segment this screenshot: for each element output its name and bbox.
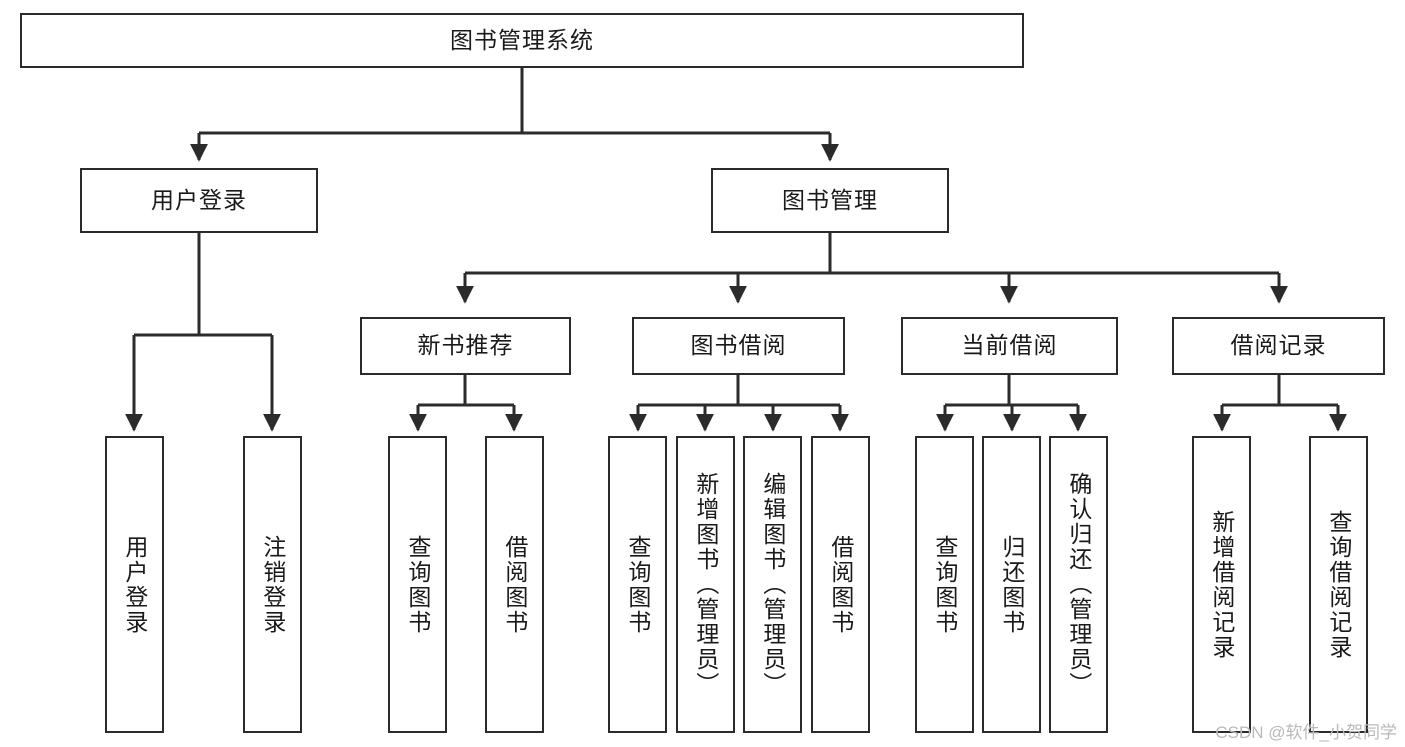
leaf-current-return-book[interactable]: 归还图书: [982, 436, 1041, 733]
leaf-current-return-book-label: 归还图书: [998, 534, 1025, 635]
leaf-user-login-logout-label: 注销登录: [259, 534, 286, 635]
node-root[interactable]: 图书管理系统: [20, 13, 1024, 68]
csdn-watermark: CSDN @软件_小贺同学: [1215, 723, 1397, 742]
node-book-management[interactable]: 图书管理: [711, 168, 949, 233]
leaf-recommend-borrow-book-label: 借阅图书: [501, 534, 528, 635]
leaf-recommend-borrow-book[interactable]: 借阅图书: [485, 436, 544, 733]
leaf-record-add-record-label: 新增借阅记录: [1208, 509, 1235, 660]
node-new-book-recommend-label: 新书推荐: [417, 332, 514, 359]
leaf-current-confirm-return[interactable]: 确认归还（管理员）: [1049, 436, 1108, 733]
node-user-login[interactable]: 用户登录: [80, 168, 318, 233]
node-borrow-record-label: 借阅记录: [1230, 332, 1327, 359]
leaf-borrow-query-book[interactable]: 查询图书: [608, 436, 667, 733]
leaf-user-login-login-label: 用户登录: [121, 534, 148, 635]
leaf-current-confirm-return-label: 确认归还（管理员）: [1065, 472, 1092, 697]
leaf-current-query-book[interactable]: 查询图书: [915, 436, 974, 733]
leaf-borrow-add-book[interactable]: 新增图书（管理员）: [676, 436, 735, 733]
leaf-borrow-query-book-label: 查询图书: [624, 534, 651, 635]
node-new-book-recommend[interactable]: 新书推荐: [360, 317, 571, 375]
leaf-recommend-query-book[interactable]: 查询图书: [388, 436, 447, 733]
node-book-borrow-label: 图书借阅: [690, 332, 787, 359]
node-user-login-label: 用户登录: [151, 186, 247, 213]
leaf-record-add-record[interactable]: 新增借阅记录: [1192, 436, 1251, 733]
leaf-borrow-borrow-book[interactable]: 借阅图书: [811, 436, 870, 733]
leaf-borrow-edit-book-label: 编辑图书（管理员）: [759, 472, 786, 697]
node-current-borrow-label: 当前借阅: [961, 332, 1058, 359]
leaf-record-query-record-label: 查询借阅记录: [1325, 509, 1352, 660]
node-book-borrow[interactable]: 图书借阅: [632, 317, 845, 375]
leaf-borrow-borrow-book-label: 借阅图书: [827, 534, 854, 635]
node-current-borrow[interactable]: 当前借阅: [901, 317, 1118, 375]
leaf-borrow-edit-book[interactable]: 编辑图书（管理员）: [743, 436, 802, 733]
leaf-borrow-add-book-label: 新增图书（管理员）: [692, 472, 719, 697]
leaf-current-query-book-label: 查询图书: [931, 534, 958, 635]
leaf-user-login-logout[interactable]: 注销登录: [243, 436, 302, 733]
leaf-record-query-record[interactable]: 查询借阅记录: [1309, 436, 1368, 733]
node-borrow-record[interactable]: 借阅记录: [1172, 317, 1385, 375]
leaf-recommend-query-book-label: 查询图书: [404, 534, 431, 635]
leaf-user-login-login[interactable]: 用户登录: [105, 436, 164, 733]
node-root-label: 图书管理系统: [450, 26, 594, 53]
node-book-management-label: 图书管理: [782, 186, 878, 213]
